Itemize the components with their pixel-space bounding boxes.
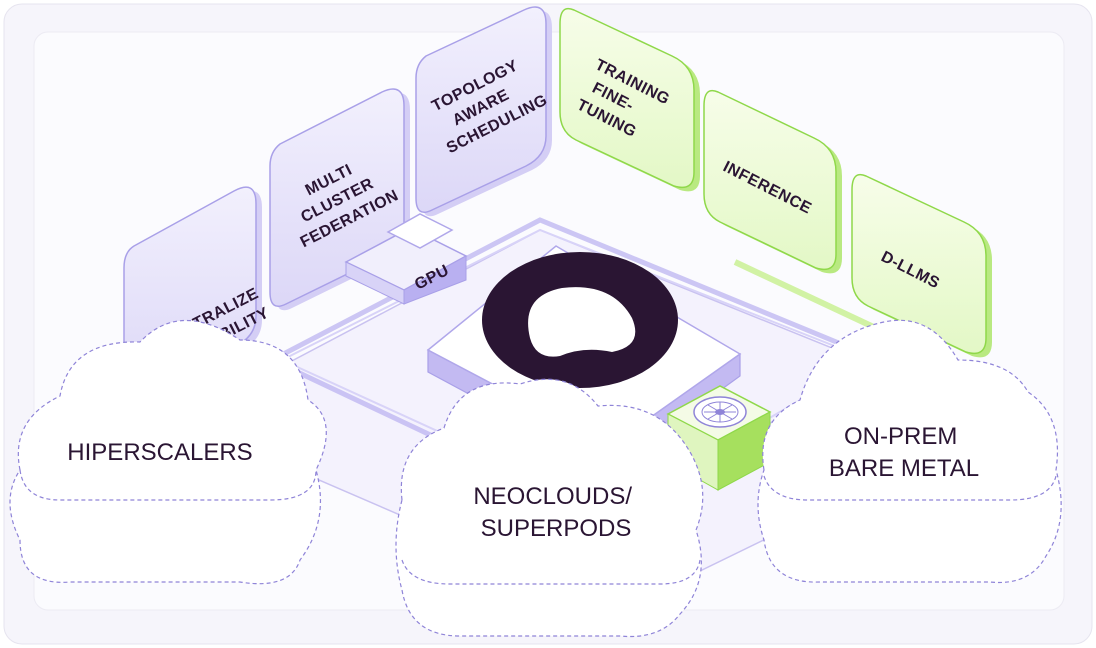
environment-label: HIPERSCALERS xyxy=(67,439,252,466)
environment-label-line: BARE METAL xyxy=(829,455,979,482)
environment-label-line: NEOCLOUDS/ xyxy=(473,483,632,510)
fan-icon xyxy=(693,396,747,428)
svg-text:NEOCLOUDS/ SUPERPODS: NEOCLOUDS/ SUPERPODS xyxy=(473,483,638,542)
workload-tile-d-llms: D-LLMS xyxy=(851,173,992,358)
gpu-block: GPU xyxy=(344,213,468,305)
svg-text:ON-PREM BARE METAL: ON-PREM BARE METAL xyxy=(829,423,979,482)
environment-label-line: SUPERPODS xyxy=(481,515,632,542)
capability-tile-topology-aware-scheduling: TOPOLOGY AWARE SCHEDULING xyxy=(415,6,552,217)
cloud-neoclouds: NEOCLOUDS/ SUPERPODS xyxy=(395,378,704,638)
workload-tile-training: TRAINING FINE- TUNING xyxy=(559,7,700,192)
workload-tile-inference: INFERENCE xyxy=(703,89,842,274)
environment-label-line: ON-PREM xyxy=(844,423,957,450)
fan-block xyxy=(666,385,772,491)
cloud-hiperscalers: HIPERSCALERS xyxy=(9,319,327,585)
cloud-on-prem: ON-PREM BARE METAL xyxy=(757,319,1062,584)
ring-logo-icon xyxy=(482,252,678,388)
